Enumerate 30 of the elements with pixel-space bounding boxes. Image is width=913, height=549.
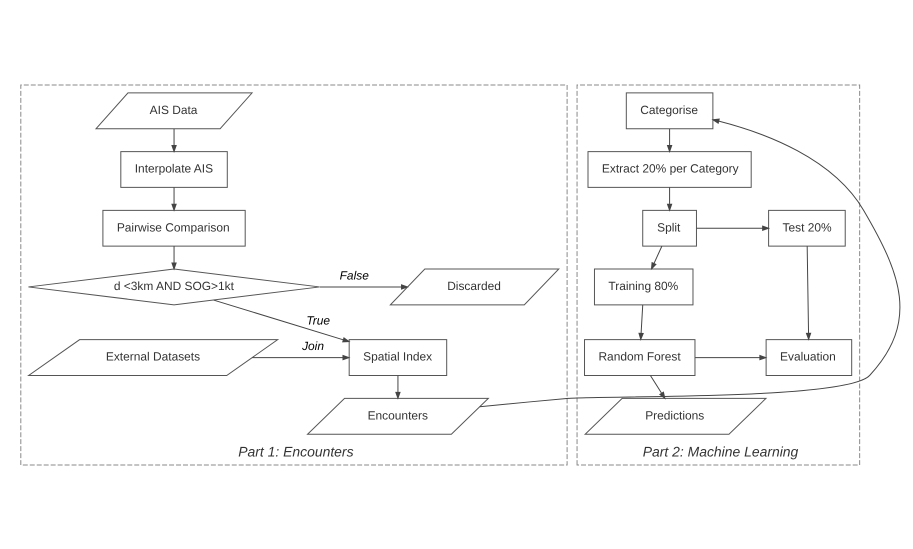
arrow [806, 245, 812, 340]
arrow [650, 245, 662, 270]
arrow [666, 128, 672, 153]
edge-label: True [306, 312, 330, 327]
arrow [638, 304, 644, 340]
node-box: Spatial Index [348, 338, 448, 376]
arrow [213, 299, 350, 342]
arrow [666, 186, 672, 212]
arrow [171, 128, 177, 153]
arrow [171, 186, 177, 212]
node-box: Categorise [626, 92, 714, 129]
node-box: Pairwise Comparison [102, 209, 246, 246]
arrow [319, 284, 409, 290]
node-box: Split [642, 209, 697, 246]
arrow [696, 224, 770, 231]
edge-label: False [340, 268, 369, 282]
node-diamond: d <3km AND SOG>1kt [28, 268, 320, 305]
arrow [171, 245, 177, 270]
edge-label: Join [302, 338, 324, 353]
arrow [252, 354, 350, 360]
node-box: Interpolate AIS [120, 150, 228, 188]
node-box: Evaluation [766, 338, 852, 376]
arrow [479, 118, 900, 407]
node-box: Extract 20% per Category [588, 150, 752, 188]
arrow [395, 374, 401, 400]
arrow [650, 374, 666, 400]
arrow [694, 354, 768, 360]
node-box: Random Forest [584, 338, 696, 376]
node-box: Training 80% [594, 268, 694, 305]
node-box: Test 20% [768, 209, 846, 246]
